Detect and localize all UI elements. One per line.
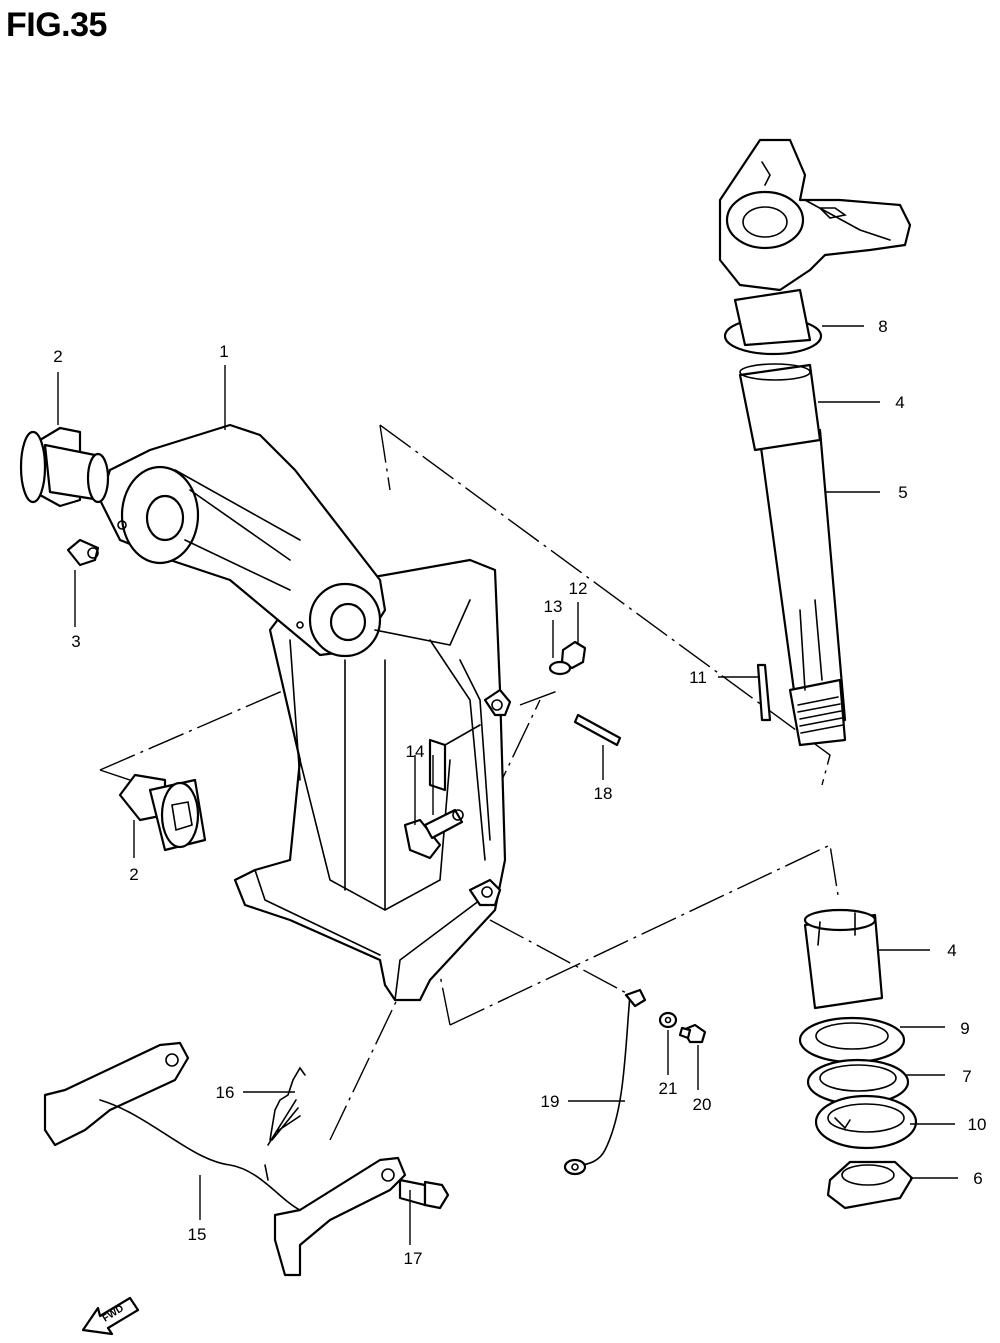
callout-4-lower: 4 [947, 941, 956, 960]
callout-14: 14 [406, 742, 425, 761]
callout-15: 15 [188, 1225, 207, 1244]
swivel-bracket-part-1 [98, 423, 512, 1002]
callout-13: 13 [544, 597, 563, 616]
bushing-part-4-lower [803, 908, 884, 1010]
callout-7: 7 [962, 1067, 971, 1086]
callout-6: 6 [973, 1169, 982, 1188]
callout-2-upper: 2 [53, 347, 62, 366]
callout-17: 17 [404, 1249, 423, 1268]
callout-20: 20 [693, 1095, 712, 1114]
callout-10: 10 [968, 1115, 987, 1134]
washer-part-9 [798, 1016, 906, 1064]
forward-direction-arrow: FWD [81, 1296, 140, 1336]
spring-part-16 [264, 1066, 306, 1181]
bushing-part-2-lower [118, 773, 207, 852]
nut-part-6 [826, 1160, 914, 1210]
callout-2-lower: 2 [129, 865, 138, 884]
bolt-part-17 [398, 1178, 450, 1210]
figure-title: FIG.35 [6, 6, 107, 44]
callout-1: 1 [219, 342, 228, 361]
ground-wire-part-19 [563, 988, 647, 1176]
pin-part-11 [756, 663, 772, 722]
screw-part-20 [678, 1023, 707, 1044]
callout-4-upper: 4 [895, 393, 904, 412]
washer-part-10 [814, 1094, 918, 1150]
callout-labels: 1 2 2 3 4 4 5 6 7 8 9 10 11 12 13 14 15 … [53, 317, 986, 1268]
callout-16: 16 [216, 1083, 235, 1102]
callout-5: 5 [898, 483, 907, 502]
callout-19: 19 [541, 1092, 560, 1111]
callout-18: 18 [594, 784, 613, 803]
callout-11: 11 [689, 668, 707, 687]
callout-8: 8 [878, 317, 887, 336]
callout-12: 12 [569, 579, 588, 598]
callout-9: 9 [960, 1019, 969, 1038]
leader-lines [57, 325, 958, 1245]
callout-21: 21 [659, 1079, 678, 1098]
bushing-part-4-upper [738, 363, 822, 452]
steering-shaft-part-5 [758, 428, 847, 747]
callout-3: 3 [71, 632, 80, 651]
grease-nipple-part-3 [66, 538, 100, 567]
washer-part-13 [548, 660, 572, 676]
bolt-part-14 [403, 808, 464, 860]
washer-part-21 [658, 1011, 678, 1029]
steering-arm-top [718, 138, 912, 347]
pin-part-18 [573, 713, 622, 747]
bushing-part-2-upper [19, 426, 110, 508]
lever-part-15 [43, 1041, 407, 1277]
